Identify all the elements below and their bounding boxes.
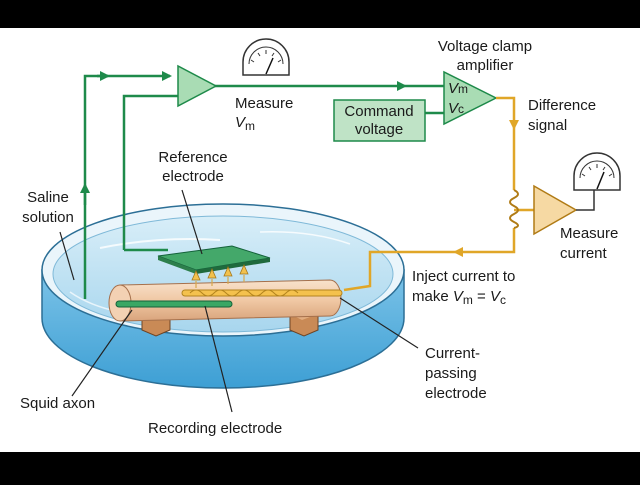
current-passing-electrode: [181, 289, 343, 297]
voltage-clamp-amplifier: [443, 70, 498, 126]
current-passing-label-line3: electrode: [425, 385, 487, 402]
current-passing-label-line2: passing: [425, 365, 477, 382]
amplifier-title-line2: amplifier: [457, 57, 514, 74]
current-sensing-coil: [509, 189, 519, 229]
current-meter-icon: [573, 152, 621, 191]
saline-solution-label-line1: Saline: [27, 189, 69, 206]
vm-meter-icon: [242, 38, 290, 76]
reference-electrode: [157, 245, 271, 274]
reference-electrode-label-line1: Reference: [158, 149, 227, 166]
leader-lines: [59, 189, 419, 413]
difference-signal-label-line2: signal: [528, 117, 567, 134]
inject-current-label-line1: Inject current to: [412, 268, 515, 285]
current-flow-arrows: [191, 264, 249, 288]
amp-input-vc-label: Vc: [448, 100, 464, 117]
amp-input-vm-label: Vm: [448, 80, 468, 97]
recording-electrode-label: Recording electrode: [148, 420, 282, 437]
difference-signal-label-line1: Difference: [528, 97, 596, 114]
vm-measure-amplifier: [177, 64, 218, 108]
command-voltage-box: [333, 99, 426, 142]
inject-current-label-line2: make Vm = Vc: [412, 288, 506, 307]
command-voltage-label-line2: voltage: [355, 121, 403, 138]
measure-vm-label-line2: Vm: [235, 114, 255, 133]
saline-solution-label-line2: solution: [22, 209, 74, 226]
orange-wiring: [343, 96, 534, 292]
current-meter-lead: [576, 190, 595, 211]
recording-electrode: [115, 300, 233, 308]
measure-current-label-line1: Measure: [560, 225, 618, 242]
reference-electrode-label-line2: electrode: [162, 168, 224, 185]
current-measure-amplifier: [533, 184, 578, 236]
command-voltage-label-line1: Command: [344, 103, 413, 120]
squid-axon-label: Squid axon: [20, 395, 95, 412]
amplifier-title-line1: Voltage clamp: [438, 38, 532, 55]
measure-vm-label-line1: Measure: [235, 95, 293, 112]
green-wiring: [80, 71, 444, 299]
measure-current-label-line2: current: [560, 245, 608, 262]
current-passing-label-line1: Current-: [425, 345, 480, 362]
